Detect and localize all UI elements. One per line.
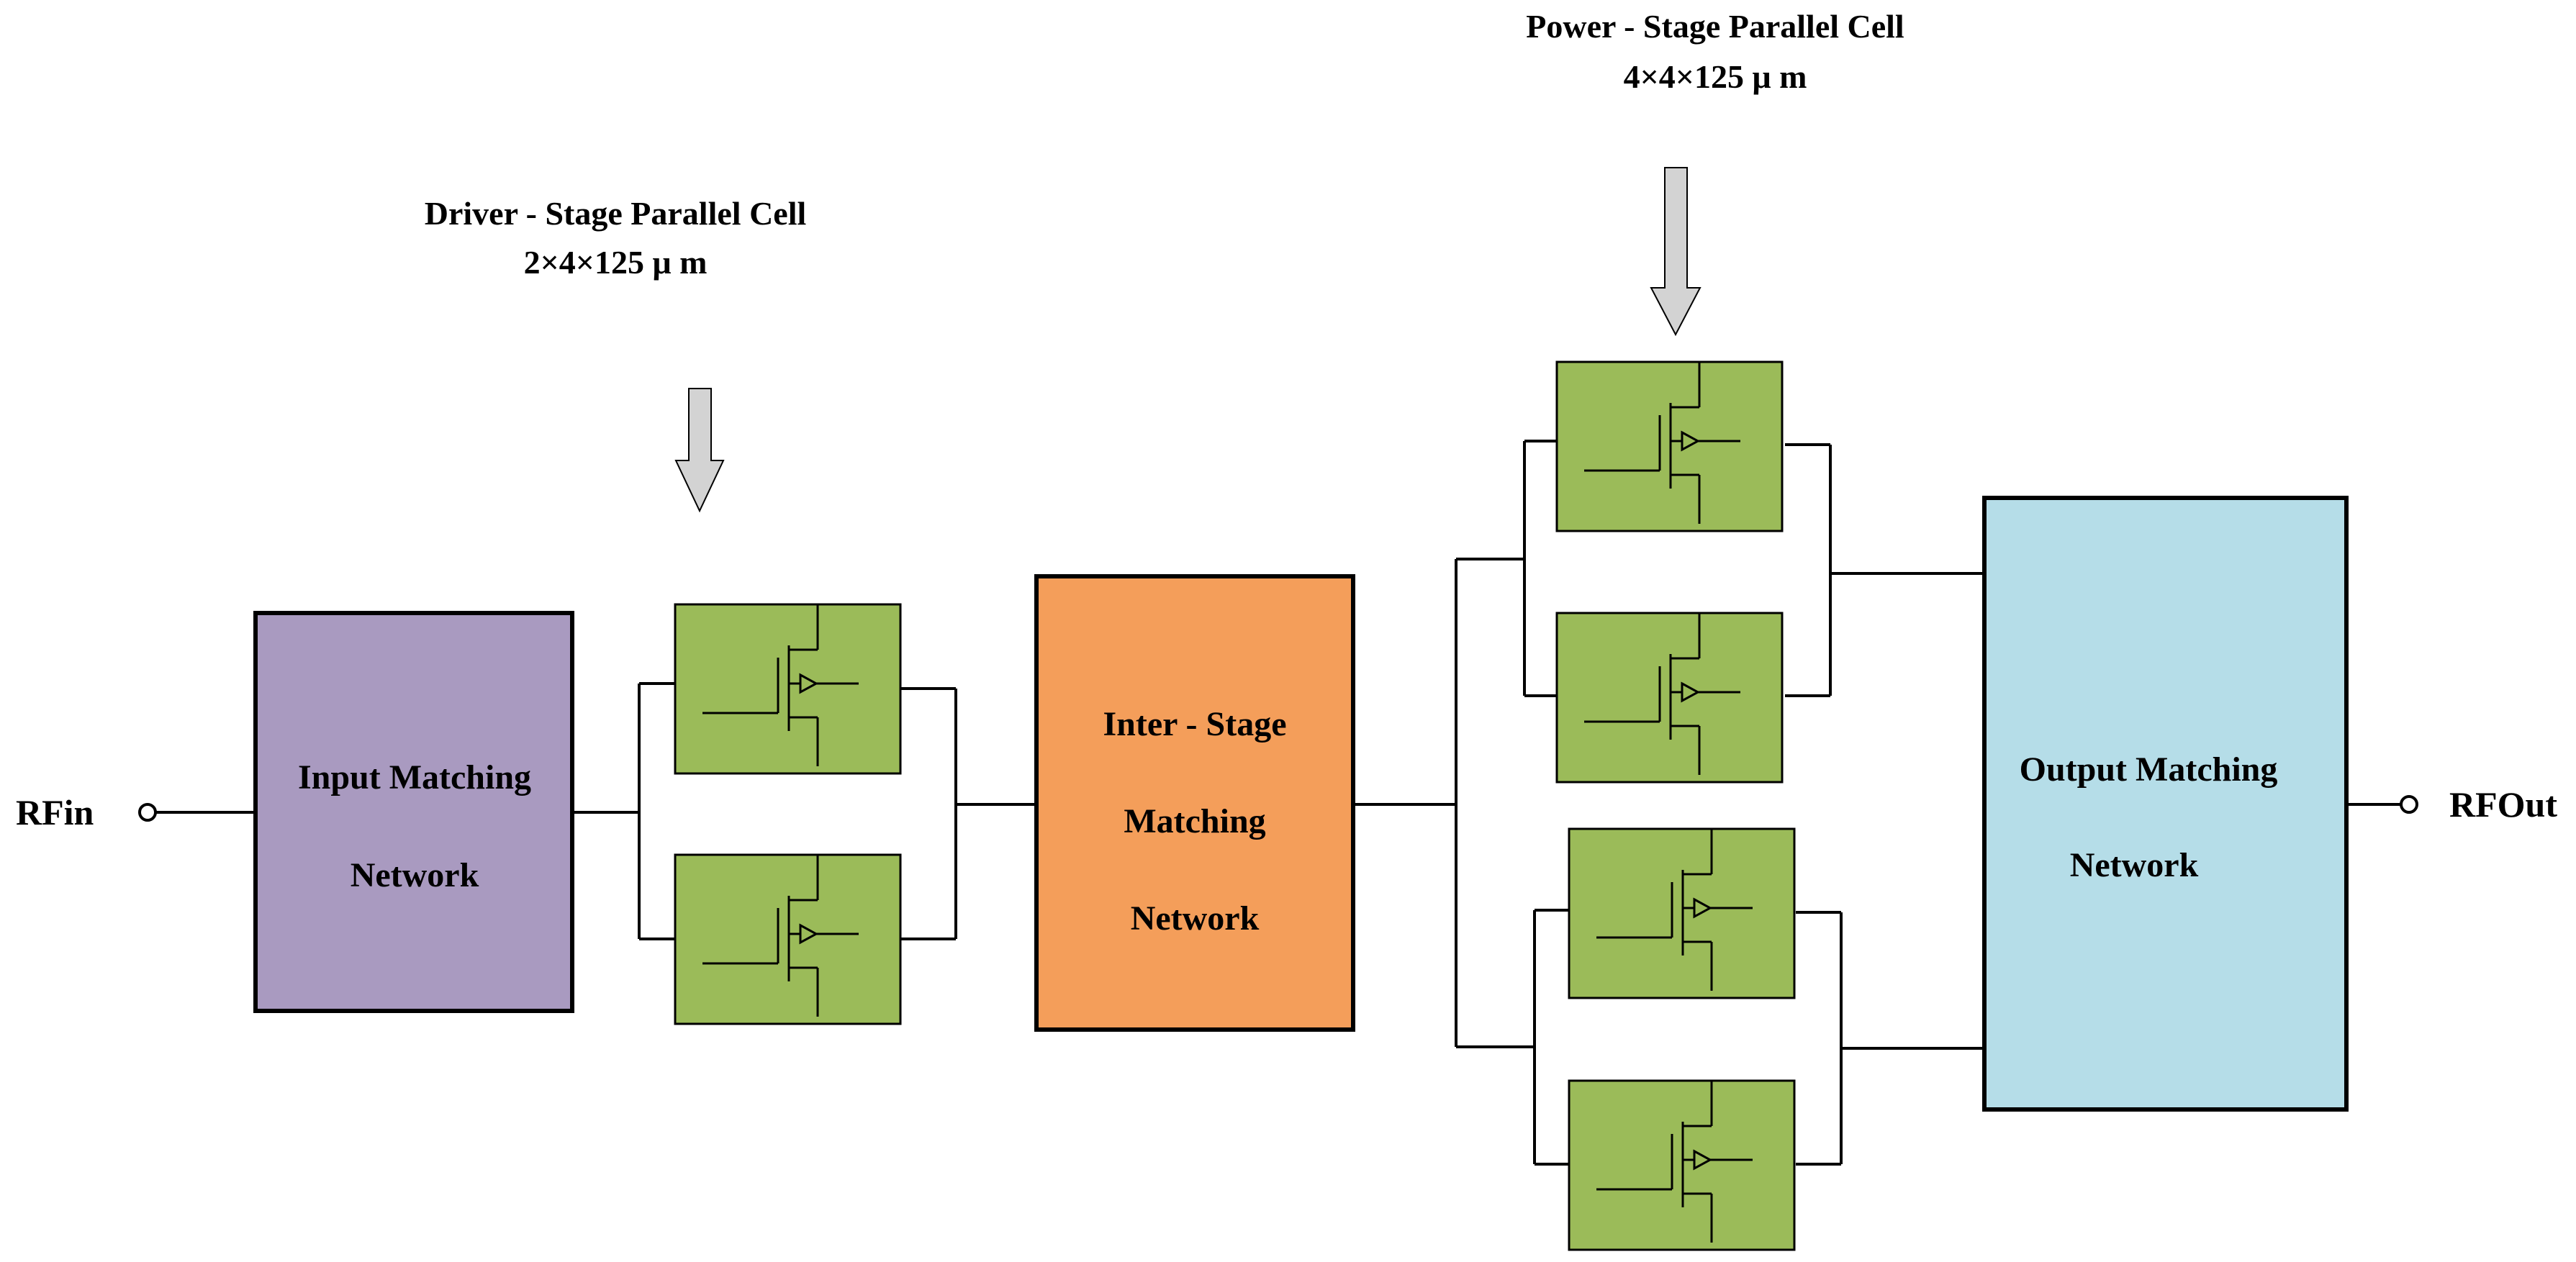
- inter-stage-matching-network-block: Inter - Stage Matching Network: [1034, 574, 1355, 1032]
- output-matching-label-line2: Network: [2070, 846, 2199, 884]
- power-transistor-cell-2: [1555, 612, 1784, 784]
- driver-transistor-cell-top: [674, 603, 902, 775]
- driver-stage-title: Driver - Stage Parallel Cell: [425, 195, 807, 232]
- rfin-label: RFin: [16, 792, 94, 832]
- inter-stage-label-line3: Network: [1131, 899, 1260, 938]
- inter-stage-label-line2: Matching: [1124, 802, 1265, 840]
- input-matching-label-line1: Input Matching: [298, 758, 531, 796]
- driver-stage-size: 2×4×125 μ m: [524, 244, 708, 281]
- power-stage-size: 4×4×125 μ m: [1624, 58, 1807, 95]
- power-transistor-cell-1: [1555, 360, 1784, 532]
- rfout-port: RFOut: [2400, 784, 2557, 825]
- inter-stage-label-line1: Inter - Stage: [1103, 705, 1286, 743]
- power-stage-arrow: [1650, 167, 1701, 337]
- rfout-label: RFOut: [2449, 784, 2557, 825]
- input-matching-label-line2: Network: [351, 856, 479, 894]
- power-stage-title: Power - Stage Parallel Cell: [1526, 8, 1904, 45]
- rfin-port: RFin: [16, 792, 157, 832]
- driver-transistor-cell-bottom: [674, 853, 902, 1025]
- power-transistor-cell-3: [1568, 827, 1796, 999]
- wires: [155, 440, 2400, 1166]
- input-matching-network-block: Input Matching Network: [253, 611, 574, 1013]
- power-transistor-cell-4: [1568, 1079, 1796, 1251]
- driver-stage-arrow: [674, 388, 725, 513]
- output-matching-network-block: Output Matching Network: [1982, 496, 2349, 1112]
- output-matching-label-line1: Output Matching: [2020, 750, 2278, 789]
